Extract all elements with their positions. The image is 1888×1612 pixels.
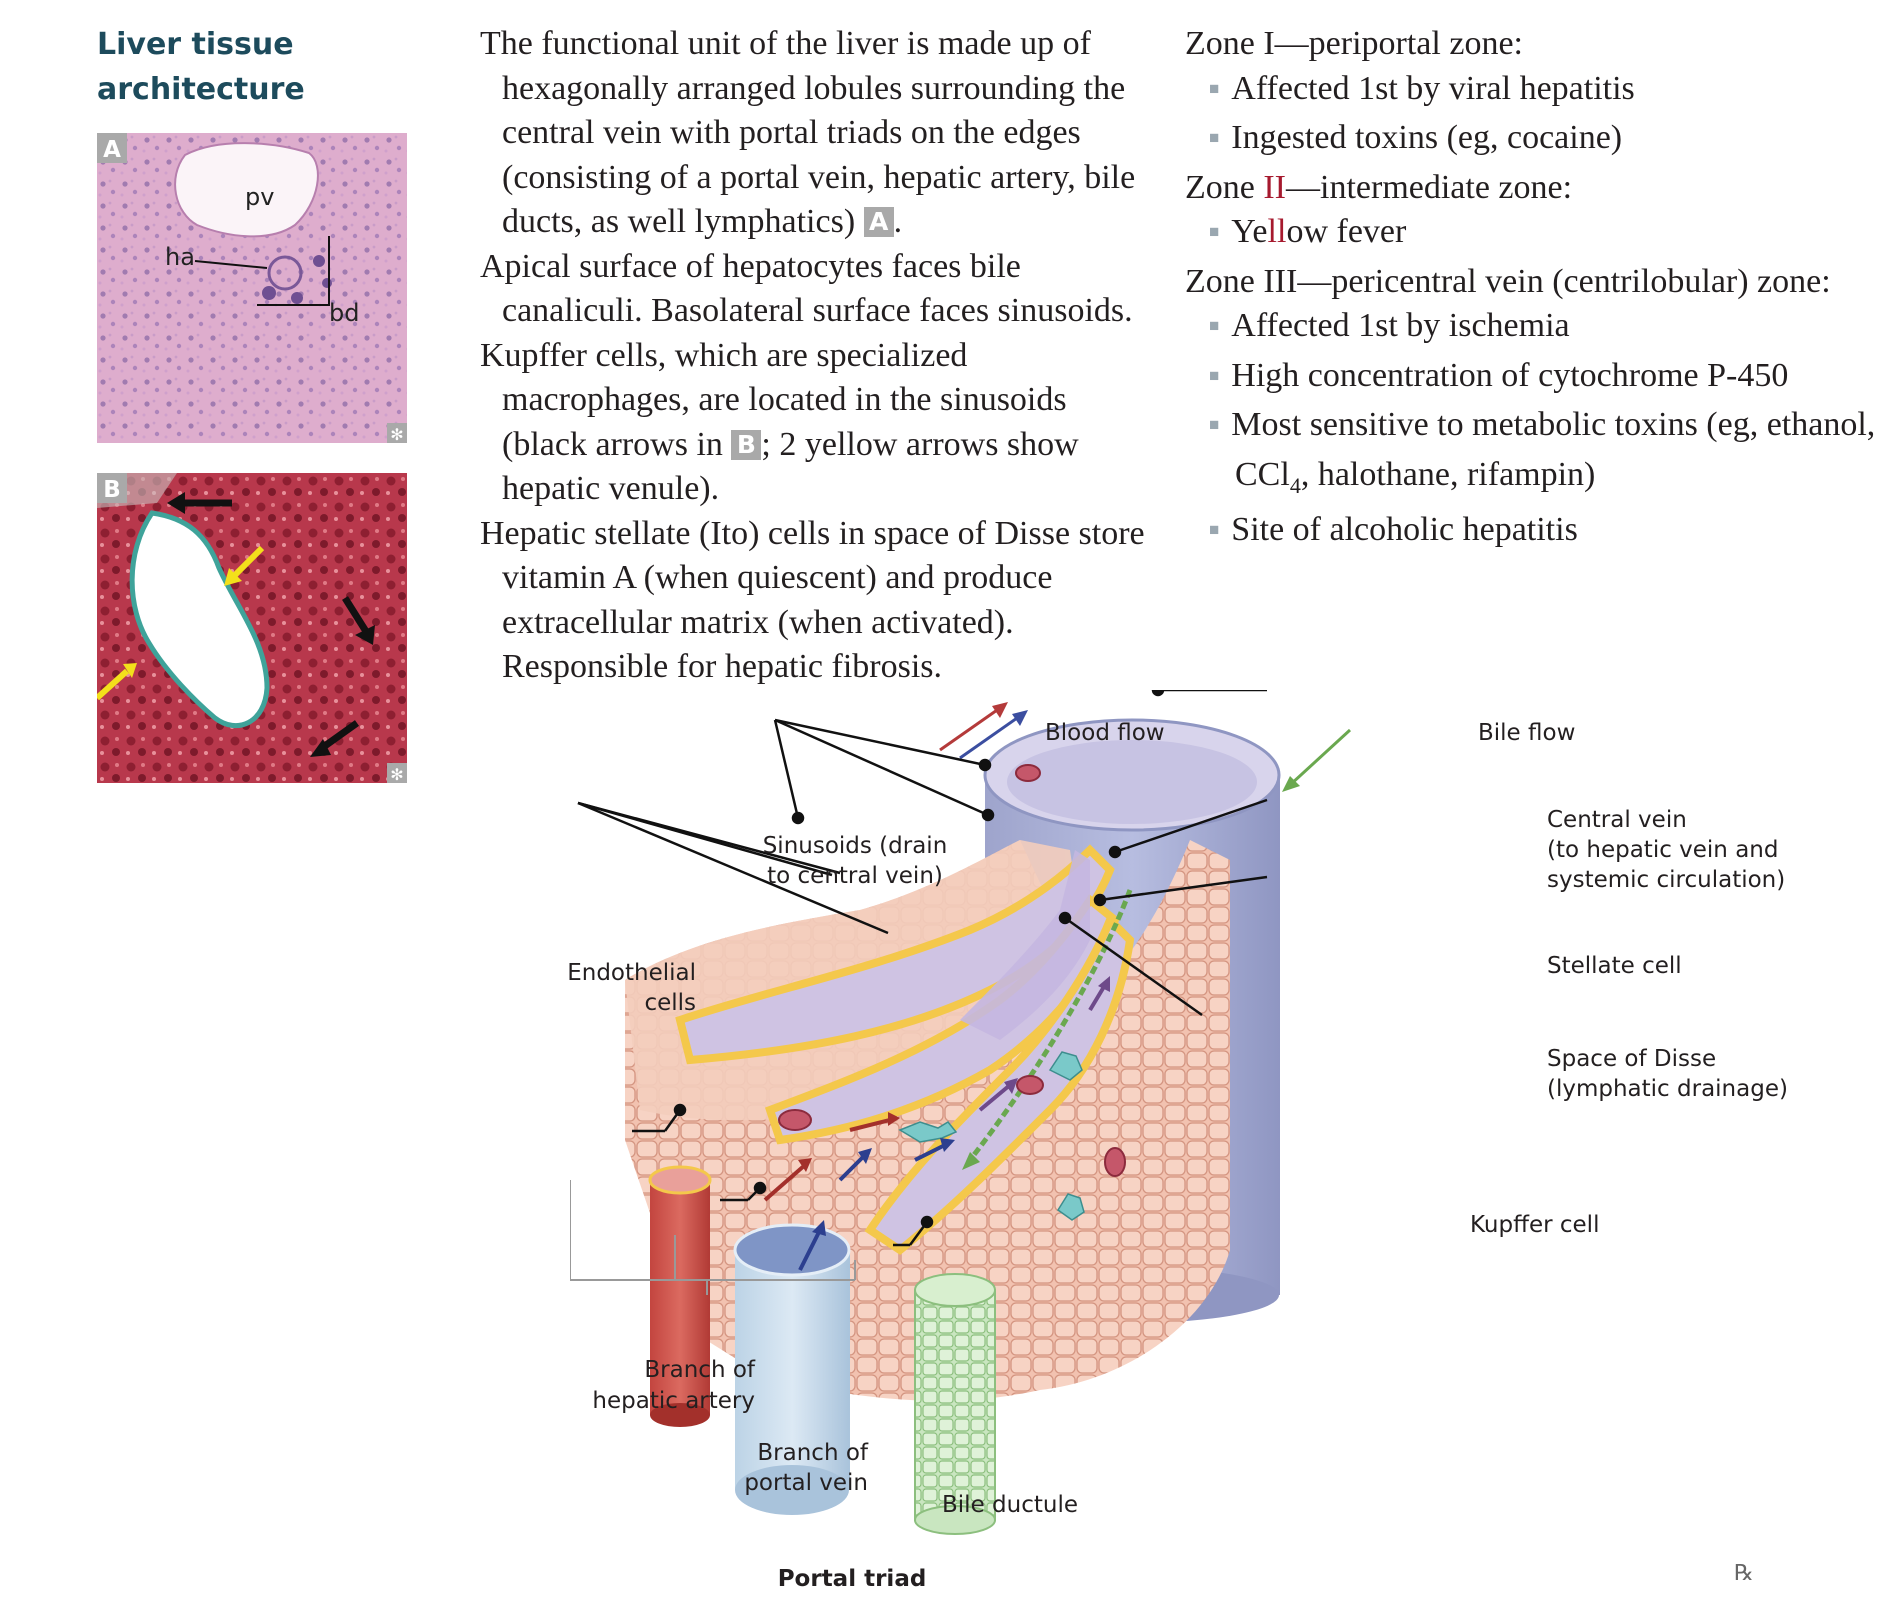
functional-unit-end: . [893,203,903,240]
metabolic-toxins-text-end: , halothane, rifampin) [1300,455,1596,493]
hepatic-artery-label-line-1: Branch of [644,1357,756,1383]
zone-3-item: Site of alcoholic hepatitis [1185,508,1885,558]
zone-3-item: Most sensitive to metabolic toxins (eg, … [1185,403,1885,508]
zone-1-item: Ingested toxins (eg, cocaine) [1185,116,1885,166]
ccl4-subscript: 4 [1289,472,1301,498]
metabolic-toxins-text: Most sensitive to metabolic toxins (eg, … [1231,406,1876,493]
zone-1-item: Affected 1st by viral hepatitis [1185,67,1885,117]
zone-2-item: Yellow fever [1185,210,1885,260]
kupffer-text-after: ; 2 yellow arrows show hepatic venule). [502,425,1079,508]
ref-label-b: B [731,429,762,460]
yellow-fever-part-a: Ye [1231,213,1268,250]
zone-3-heading: Zone III—pericentral vein (centrilobular… [1185,262,1831,300]
zones-column: Zone I—periportal zone: Affected 1st by … [1185,22,1885,557]
micrograph-b: B ✻ [97,473,407,783]
micrograph-a: pv ha bd A ✻ [97,133,407,443]
stellate-cell-label: Stellate cell [1547,953,1682,979]
bile-flow-label: Bile flow [1478,720,1575,746]
portal-vein-label-line-2: portal vein [744,1470,868,1496]
label-ha: ha [165,243,195,271]
blood-flow-label: Blood flow [1045,720,1165,746]
corner-mark-b: ✻ [390,767,403,783]
paragraph-stellate: Hepatic stellate (Ito) cells in space of… [480,514,1145,686]
sinusoids-label-line-1: Sinusoids (drain [763,833,948,859]
kupffer-cell-label: Kupffer cell [1470,1212,1599,1238]
central-vein-label-line-1: Central vein [1547,807,1687,833]
panel-label-b: B [103,477,121,503]
zone-1-heading: Zone I—periportal zone: [1185,25,1523,62]
endothelial-label-line-1: Endothelial [567,960,696,986]
zone-3-item: High concentration of cytochrome P-450 [1185,354,1885,404]
zone-3-item: Affected 1st by ischemia [1185,304,1885,354]
paragraph-kupffer: Kupffer cells, which are specialized mac… [480,334,1160,512]
central-vein-label-line-3: systemic circulation) [1547,867,1785,893]
liver-lobule-diagram [570,690,1352,1535]
space-of-disse-label-line-2: (lymphatic drainage) [1547,1076,1788,1102]
ref-label-a: A [863,207,894,237]
paragraph-apical-surface: Apical surface of hepatocytes faces bile… [480,247,1133,330]
zone-2-prefix: Zone [1185,168,1264,206]
space-of-disse-label-line-1: Space of Disse [1547,1046,1716,1072]
portal-vein-label-line-1: Branch of [757,1440,869,1466]
description-column: The functional unit of the liver is made… [480,22,1160,690]
zone-2-heading: Zone II—intermediate zone: [1185,166,1885,211]
hepatic-artery-label-line-2: hepatic artery [592,1388,755,1414]
yellow-fever-part-b: ll [1267,213,1287,250]
heading-line-2: architecture [97,72,305,107]
label-pv: pv [245,183,274,211]
bile-ductule-label: Bile ductule [942,1492,1078,1518]
section-heading: Liver tissue architecture [97,22,397,112]
corner-mark-a: ✻ [390,427,403,443]
portal-triad-label: Portal triad [778,1566,927,1592]
zone-2-numeral: II [1263,168,1287,206]
yellow-fever-part-c: ow fever [1286,213,1407,250]
zone-2-suffix: —intermediate zone: [1286,168,1573,206]
sinusoids-label-line-2: to central vein) [767,863,943,889]
endothelial-label-line-2: cells [644,990,696,1016]
paragraph-functional-unit: The functional unit of the liver is made… [480,22,1160,245]
central-vein-label-line-2: (to hepatic vein and [1547,837,1778,863]
panel-label-a: A [103,137,121,163]
kupffer-text-before: Kupffer cells, which are specialized mac… [480,336,1067,463]
heading-line-1: Liver tissue [97,27,294,62]
rx-logo-icon: ℞ [1734,1561,1754,1586]
functional-unit-text: The functional unit of the liver is made… [480,25,1136,240]
label-bd: bd [329,299,359,327]
